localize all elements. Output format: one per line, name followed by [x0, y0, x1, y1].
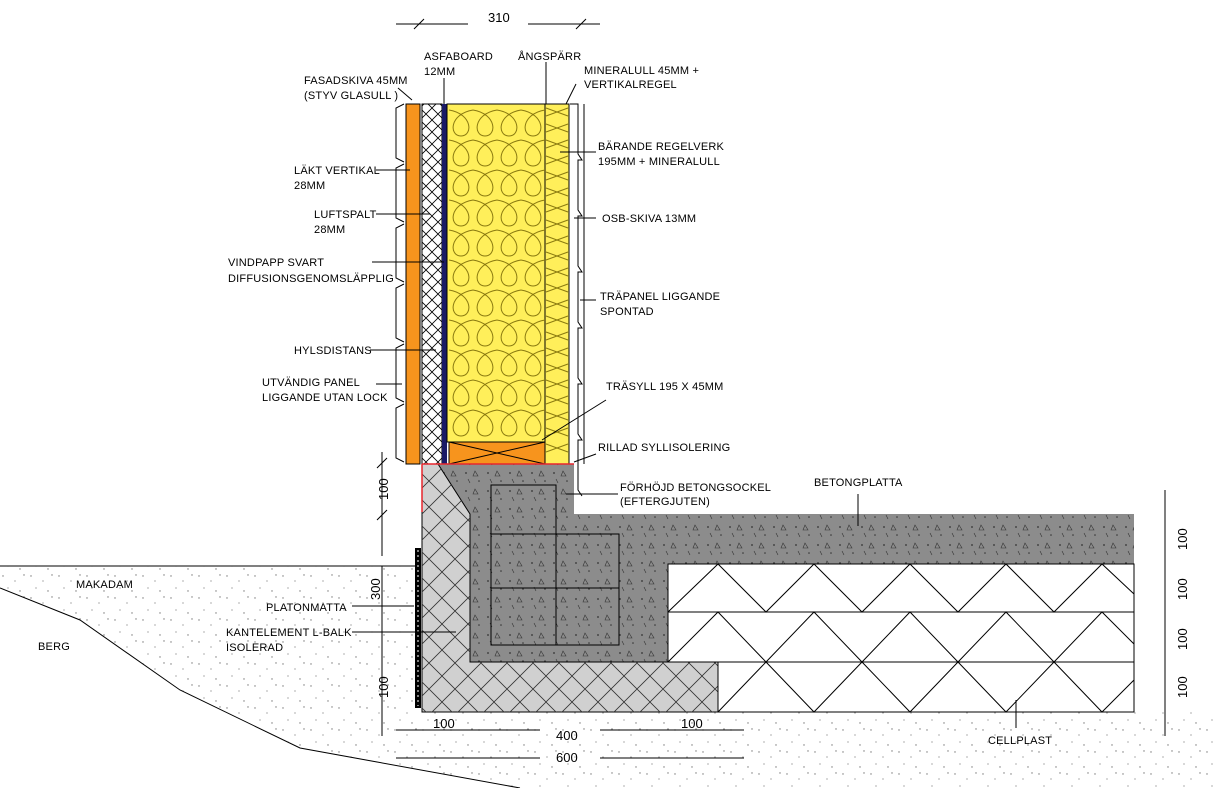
label-hylsdistans: HYLSDISTANS: [294, 345, 372, 357]
label-fasadskiva: FASADSKIVA 45MM(STYV GLASULL ): [304, 75, 408, 102]
dim-right-2: 100: [1175, 578, 1190, 600]
label-osb: OSB-SKIVA 13MM: [602, 213, 696, 225]
dim-right-1: 100: [1175, 528, 1190, 550]
load-bearing-insulation: [446, 103, 546, 443]
label-makadam: MAKADAM: [76, 579, 133, 591]
label-betongplatta: BETONGPLATTA: [814, 477, 903, 489]
dim-edge: 300: [368, 578, 383, 600]
label-berg: BERG: [38, 641, 70, 653]
dim-right-3: 100: [1175, 628, 1190, 650]
exterior-panel: [395, 103, 405, 463]
facade-board-orange: [405, 103, 421, 465]
sill-seal-red: [421, 463, 574, 512]
label-cellplast: CELLPLAST: [988, 735, 1052, 747]
reinforcement-grid: [490, 484, 620, 646]
label-angsparr: ÅNGSPÄRR: [518, 50, 581, 63]
inner-insulation: [544, 103, 570, 465]
dim-bottom-mid: 400: [556, 728, 578, 743]
dim-plinth: 100: [376, 478, 391, 500]
leader-lines: [352, 62, 1017, 728]
label-rillad: RILLAD SYLLISOLERING: [598, 442, 730, 454]
insulation-pattern: [448, 107, 569, 453]
bedrock-line: [0, 587, 521, 788]
label-forhojd: FÖRHÖJD BETONGSOCKEL(EFTERGJUTEN): [620, 482, 771, 508]
label-platonmatta: PLATONMATTA: [266, 602, 347, 614]
vapour-barrier-board: [442, 104, 447, 464]
platon-membrane: [415, 548, 421, 708]
concrete-slab-texture: [470, 514, 1134, 564]
dim-bottom-right: 100: [681, 716, 703, 731]
cellplast-insulation: [667, 563, 1135, 713]
l-beam-insulation-hatch: [422, 464, 718, 712]
dim-bottom-total: 600: [556, 750, 578, 765]
ventilation-board-hatch: [421, 103, 443, 465]
dim-edge-lower: 100: [376, 676, 391, 698]
label-trasyll: TRÄSYLL 195 X 45MM: [606, 381, 724, 393]
concrete-edge-beam-texture: [470, 564, 668, 662]
dim-bottom-left: 100: [433, 716, 455, 731]
wooden-sill-cross: [448, 441, 546, 465]
interior-panel: [570, 103, 585, 497]
gravel-fill: [0, 566, 1216, 788]
dimension-lines: [376, 18, 1166, 759]
label-mineralull: MINERALULL 45MM +VERTIKALREGEL: [584, 65, 699, 91]
dim-right-4: 100: [1175, 676, 1190, 698]
dim-top: 310: [488, 10, 510, 25]
